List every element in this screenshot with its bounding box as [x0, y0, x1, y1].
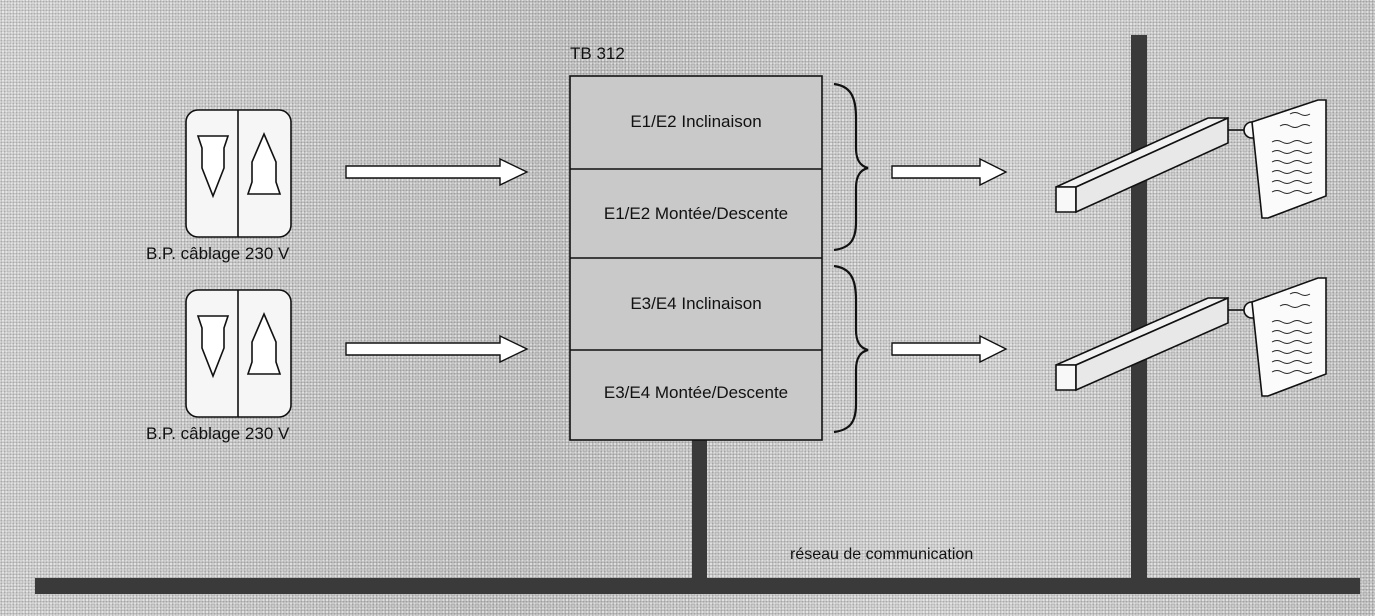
- communication-bus: [35, 578, 1360, 594]
- roller-blind-icon: [1055, 277, 1327, 397]
- module-bus-link: [692, 440, 707, 580]
- module-row-e3e4-montee-descente: E3/E4 Montée/Descente: [603, 383, 789, 402]
- output-arrow-2: [891, 334, 1008, 364]
- arrow-down-icon: [196, 315, 230, 379]
- module-row-e1e2-montee-descente: E1/E2 Montée/Descente: [603, 204, 789, 223]
- push-button-1[interactable]: [185, 109, 292, 238]
- brace-1: [833, 82, 869, 252]
- arrow-up-icon: [246, 311, 282, 375]
- module-row-e1e2-inclinaison: E1/E2 Inclinaison: [630, 112, 762, 131]
- network-label: réseau de communication: [790, 546, 974, 563]
- module-title: TB 312: [570, 44, 625, 63]
- output-arrow-1: [891, 157, 1008, 187]
- input-arrow-1: [345, 157, 529, 187]
- input-arrow-2: [345, 334, 529, 364]
- arrow-up-icon: [246, 131, 282, 195]
- push-button-label: B.P. câblage 230 V: [146, 424, 290, 443]
- module-box: [569, 75, 823, 441]
- push-button-label: B.P. câblage 230 V: [146, 244, 290, 263]
- bus-riser: [1131, 35, 1147, 580]
- brace-2: [833, 264, 869, 434]
- module-row-e3e4-inclinaison: E3/E4 Inclinaison: [630, 294, 762, 313]
- arrow-down-icon: [196, 135, 230, 199]
- push-button-2[interactable]: [185, 289, 292, 418]
- roller-blind-icon: [1055, 99, 1327, 219]
